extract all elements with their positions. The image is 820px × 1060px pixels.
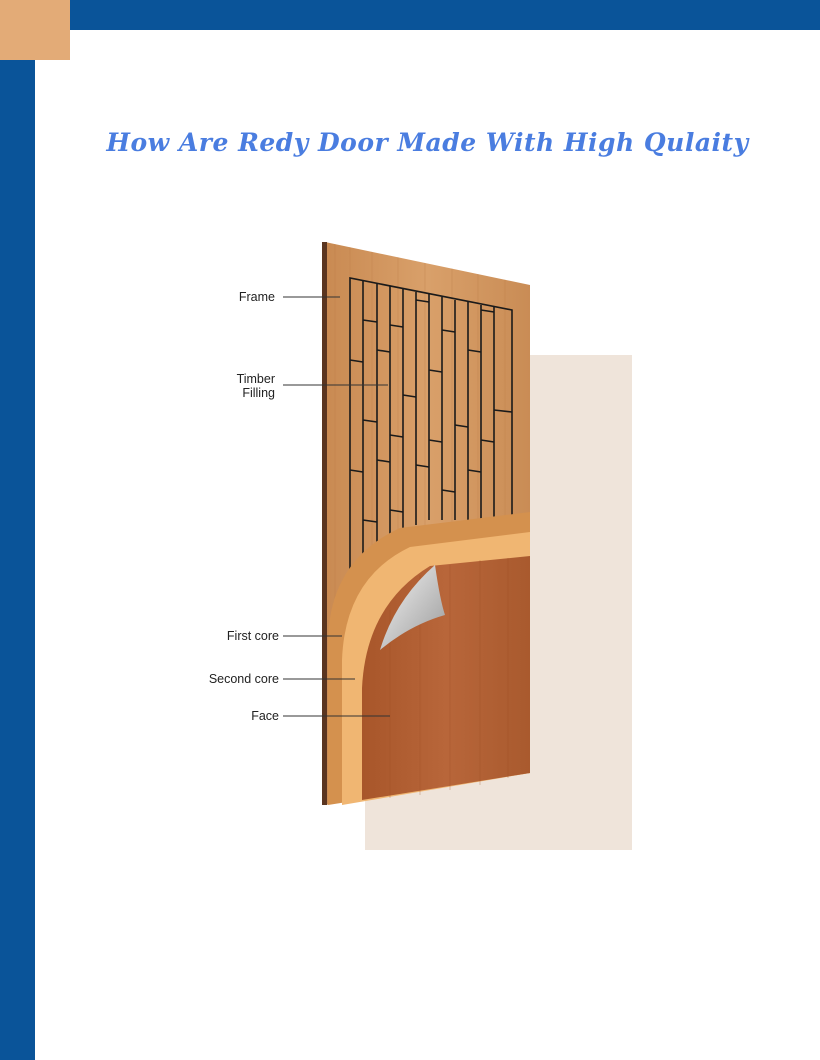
label-second-core: Second core	[208, 672, 279, 686]
corner-accent	[0, 0, 70, 60]
label-first-core: First core	[226, 629, 279, 643]
peeled-corner	[380, 565, 445, 650]
label-frame: Frame	[238, 290, 275, 304]
page-title: How Are Redy Door Made With High Qulaity	[106, 128, 749, 157]
label-face: Face	[251, 709, 279, 723]
leader-lines	[283, 296, 390, 717]
door-edge	[322, 242, 327, 805]
header-bar	[0, 0, 820, 30]
left-sidebar-bar	[0, 60, 35, 1060]
label-timber-filling-line2: Filling	[242, 386, 275, 400]
timber-frame	[349, 277, 513, 570]
label-timber-filling-line1: Timber	[236, 372, 275, 386]
